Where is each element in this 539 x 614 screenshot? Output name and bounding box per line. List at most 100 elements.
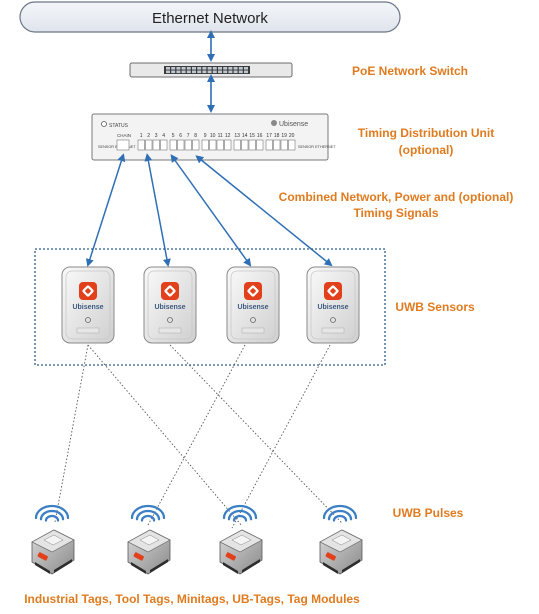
switch-port [207, 67, 212, 70]
tdu-port-number: 19 [281, 133, 287, 139]
switch-port [238, 67, 243, 70]
switch-port [192, 67, 196, 70]
tag-button [325, 552, 337, 561]
tdu-port [201, 139, 209, 151]
sensor-button-icon [250, 317, 256, 323]
tag-button [37, 552, 49, 561]
uwb-link [87, 344, 243, 527]
poe-switch-label: PoE Network Switch [352, 64, 468, 78]
uwb-sensor: Ubisense [226, 266, 280, 344]
sensor-serial-plate [76, 327, 100, 334]
ubisense-logo-icon [244, 282, 262, 300]
uwb-wave-icon [322, 504, 358, 522]
tdu-port-number: 11 [218, 133, 223, 139]
switch-port [166, 70, 170, 74]
uwb-pulses-label: UWB Pulses [393, 506, 464, 520]
uwb-tag [319, 504, 363, 575]
tdu-label-line2: (optional) [399, 143, 454, 157]
ubisense-logo-icon [324, 282, 342, 300]
ethernet-network-node: Ethernet Network [19, 1, 401, 33]
arrow-tdu-sensor-1 [86, 153, 126, 267]
tdu-port [241, 139, 249, 151]
tdu-brand-text: Ubisense [279, 121, 308, 128]
sensor-brand-text: Ubisense [154, 304, 185, 311]
sensor-serial-plate [321, 327, 345, 334]
uwb-tag [31, 504, 75, 575]
tdu-port [273, 139, 281, 151]
tdu-port-number: 18 [274, 133, 280, 139]
uwb-link [231, 344, 331, 529]
arrow-tdu-sensor-4 [195, 155, 333, 267]
tdu-device: STATUS Ubisense CHAIN SENSOR ETHERNET SE… [91, 113, 336, 161]
tdu-port-number: 14 [242, 133, 248, 139]
tdu-port [169, 139, 177, 151]
arrow-tdu-sensor-2 [144, 153, 171, 267]
tdu-port-number: 8 [194, 133, 197, 139]
uwb-tag [219, 504, 263, 575]
sensor-brand-text: Ubisense [237, 304, 268, 311]
switch-port [212, 67, 217, 70]
sensor-brand-text: Ubisense [317, 304, 348, 311]
sensor-serial-plate [158, 327, 182, 334]
switch-port [197, 70, 202, 74]
tdu-port-number: 20 [289, 133, 295, 139]
tdu-port [192, 139, 200, 151]
switch-port [202, 67, 207, 70]
switch-port [176, 70, 181, 74]
tdu-port [224, 139, 232, 151]
uwb-sensor: Ubisense [61, 266, 115, 344]
uwb-tag [127, 504, 171, 575]
uwb-link [147, 344, 246, 526]
switch-port [244, 70, 248, 74]
tdu-port-number: 1 [140, 133, 143, 139]
tdu-port [152, 139, 160, 151]
switch-port [197, 67, 202, 70]
switch-port [171, 70, 176, 74]
sensor-brand-text: Ubisense [72, 304, 103, 311]
tdu-port-number: 17 [266, 133, 272, 139]
uwb-link [54, 344, 89, 523]
switch-port [186, 70, 191, 74]
switch-port [192, 70, 196, 74]
uwb-wave-icon [130, 504, 166, 522]
uwb-link [169, 344, 343, 524]
switch-port [181, 70, 186, 74]
sensor-button-icon [330, 317, 336, 323]
tdu-port [145, 139, 153, 151]
switch-port [244, 67, 248, 70]
switch-port [202, 70, 207, 74]
sensor-button-icon [167, 317, 173, 323]
tdu-port-number: 9 [204, 133, 207, 139]
tdu-port [216, 139, 224, 151]
switch-port [186, 67, 191, 70]
sensor-button-icon [85, 317, 91, 323]
combined-signals-line1: Combined Network, Power and (optional) [279, 190, 514, 204]
uwb-wave-icon [34, 504, 70, 522]
tag-button [133, 552, 145, 561]
tdu-port [265, 139, 273, 151]
ubisense-logo-icon [79, 282, 97, 300]
tdu-port [256, 139, 264, 151]
switch-port [223, 67, 228, 70]
switch-port [228, 70, 233, 74]
tdu-port [184, 139, 192, 151]
switch-port [218, 70, 222, 74]
tdu-port-number: 3 [155, 133, 158, 139]
tdu-port-number: 4 [162, 133, 165, 139]
switch-port [207, 70, 212, 74]
tdu-sensor-ethernet-right: SENSOR ETHERNET [298, 145, 336, 149]
tdu-port [248, 139, 256, 151]
switch-port [212, 70, 217, 74]
combined-signals-line2: Timing Signals [353, 206, 438, 220]
poe-switch-device [129, 62, 293, 78]
tdu-port-number: 5 [172, 133, 175, 139]
tdu-port [280, 139, 288, 151]
ethernet-network-title: Ethernet Network [152, 10, 268, 27]
uwb-sensors-group-box [34, 248, 386, 366]
ubisense-logo-icon [161, 282, 179, 300]
tdu-chain-port [116, 139, 130, 151]
tdu-port [160, 139, 168, 151]
tdu-port [137, 139, 145, 151]
uwb-sensor: Ubisense [143, 266, 197, 344]
